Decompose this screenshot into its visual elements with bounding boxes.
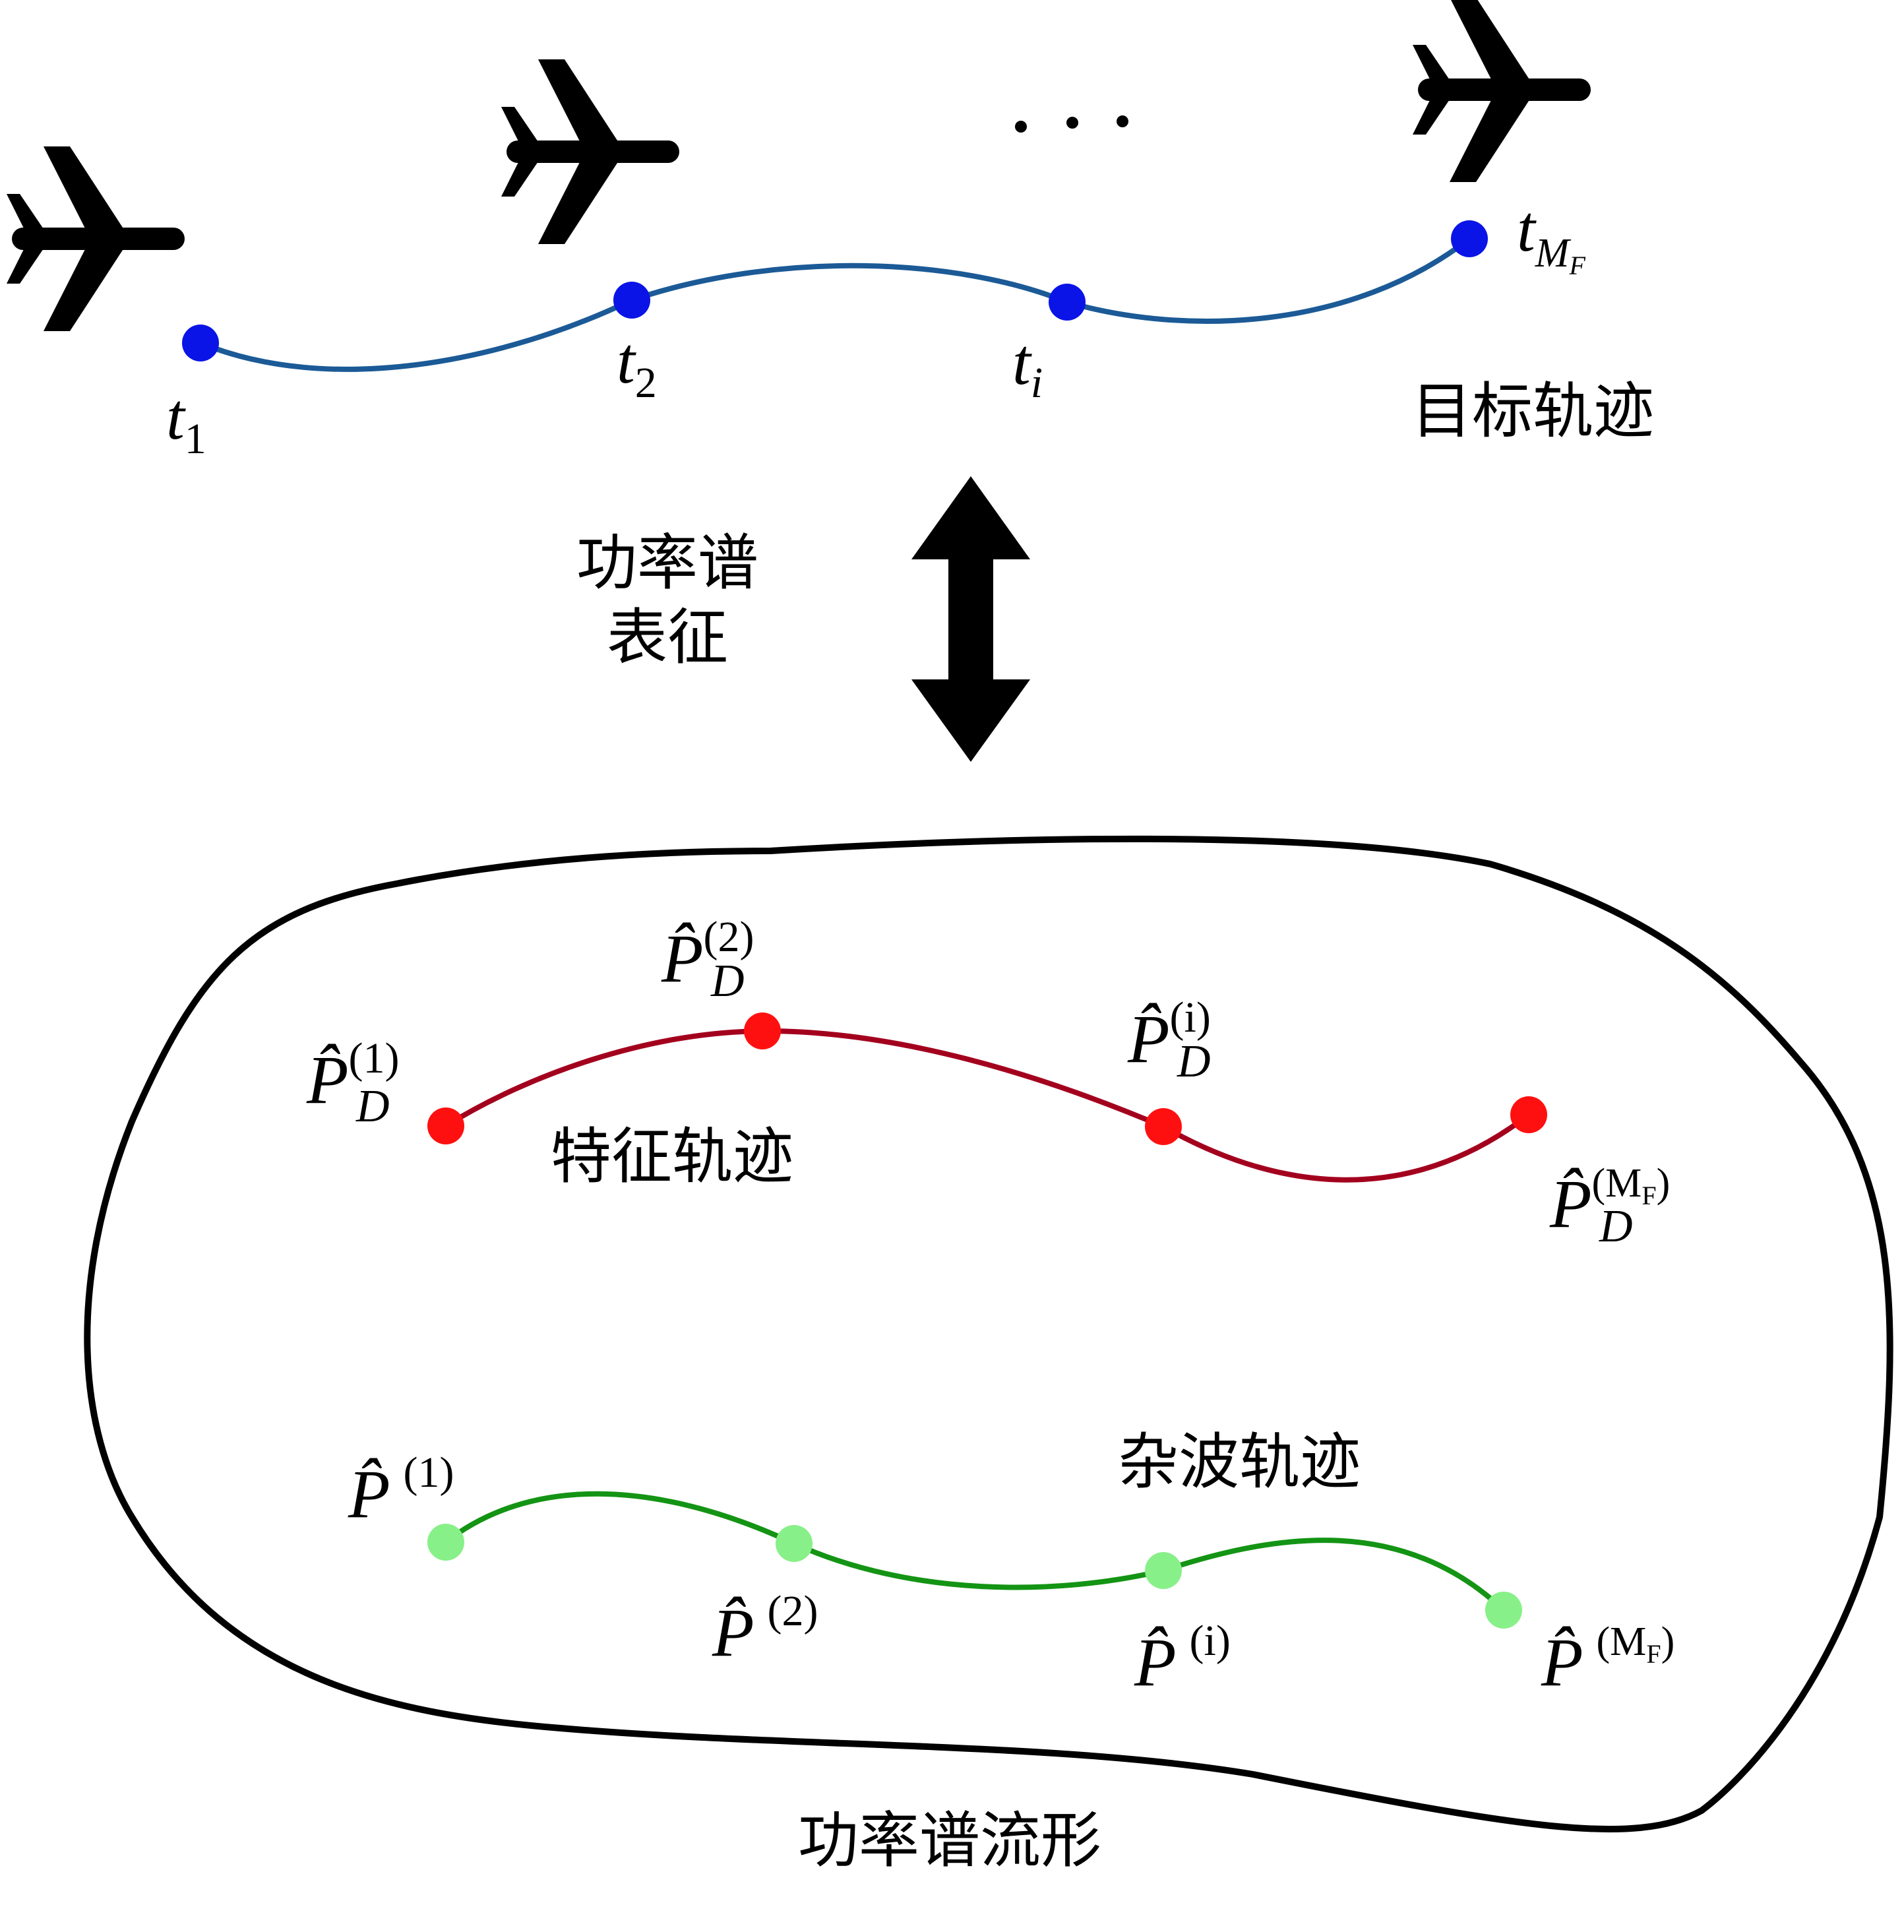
target-point — [1451, 220, 1488, 257]
feature-label-1: P̂(1) — [306, 1034, 400, 1118]
arrow-label-line2: 表征 — [607, 602, 728, 673]
target-label-t2: t2 — [617, 324, 657, 407]
ellipsis-icon — [1015, 115, 1128, 133]
clutter-point — [776, 1525, 813, 1562]
manifold-outline — [84, 835, 1893, 1832]
feature-label-i: P̂(i) — [1127, 993, 1211, 1077]
feature-label-mf-sub: D — [1599, 1201, 1633, 1252]
clutter-label-i: P̂(i) — [1134, 1617, 1231, 1700]
target-label-t1: t1 — [166, 380, 206, 463]
target-point — [613, 282, 650, 319]
feature-point — [1510, 1096, 1547, 1133]
target-trajectory-title: 目标轨迹 — [1411, 376, 1654, 447]
airplane-icon — [501, 59, 679, 244]
clutter-label-mf: P̂(MF) — [1541, 1619, 1674, 1700]
target-trajectory-line — [198, 236, 1472, 372]
airplane-icon — [1413, 0, 1591, 182]
clutter-point — [1145, 1552, 1182, 1589]
clutter-trajectory-line — [443, 1491, 1506, 1613]
airplane-icon — [7, 146, 185, 331]
feature-label-2-sub: D — [710, 956, 745, 1007]
target-point — [182, 325, 219, 361]
feature-label-2: P̂(2) — [661, 913, 754, 997]
feature-trajectory-line — [443, 1028, 1531, 1183]
target-label-tmf: tMF — [1517, 192, 1585, 280]
double-arrow-icon — [911, 476, 1030, 762]
feature-label-1-sub: D — [355, 1081, 390, 1132]
feature-label-mf: P̂(MF) — [1549, 1161, 1670, 1242]
clutter-point — [1485, 1592, 1522, 1629]
feature-trajectory-title: 特征轨迹 — [551, 1121, 793, 1192]
clutter-point — [427, 1524, 464, 1561]
clutter-label-1: P̂(1) — [348, 1449, 454, 1532]
feature-label-i-sub: D — [1177, 1036, 1211, 1087]
target-label-ti: ti — [1012, 325, 1043, 407]
feature-point — [427, 1107, 464, 1144]
clutter-label-2: P̂(2) — [712, 1587, 818, 1671]
manifold-title: 功率谱流形 — [798, 1805, 1101, 1876]
arrow-label-line1: 功率谱 — [576, 528, 758, 598]
feature-point — [1145, 1108, 1182, 1145]
target-point — [1049, 284, 1086, 321]
clutter-trajectory-title: 杂波轨迹 — [1118, 1427, 1361, 1497]
feature-point — [744, 1013, 781, 1049]
